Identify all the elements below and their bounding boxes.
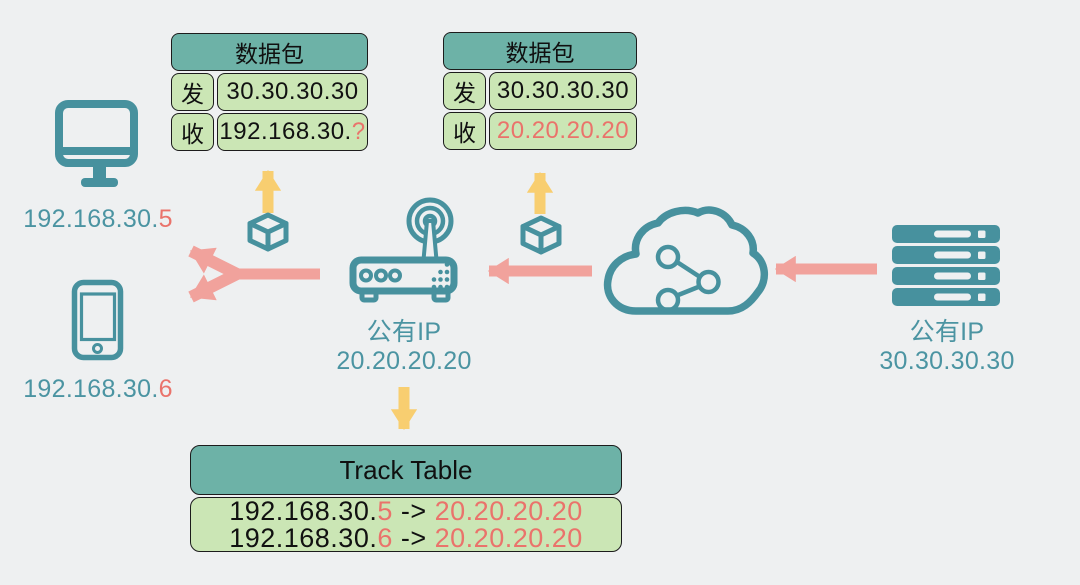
track-table-title: Track Table <box>190 445 622 495</box>
ip-accent: 20.20.20.20 <box>496 117 630 144</box>
row-value: 20.20.20.20 <box>489 112 637 150</box>
ip-accent: 6 <box>158 375 173 403</box>
router-icon <box>349 197 458 303</box>
table-row: 发 30.30.30.30 <box>171 73 368 111</box>
ip-text: 192.168.30. <box>23 205 159 233</box>
arrow-router-to-lan-fork <box>188 245 320 303</box>
ip-text: 30.30.30.30 <box>226 78 359 105</box>
packet-table-title: 数据包 <box>443 32 637 70</box>
table-row: 发 30.30.30.30 <box>443 72 637 110</box>
server-icon <box>892 225 1000 306</box>
table-row: 收 192.168.30.? <box>171 113 368 151</box>
row-value: 30.30.30.30 <box>217 73 368 111</box>
row-label-send: 发 <box>443 72 486 110</box>
smartphone-icon <box>71 279 124 361</box>
wan-ip: 20.20.20.20 <box>434 522 583 553</box>
desktop-icon <box>55 100 138 187</box>
packet-table-title: 数据包 <box>171 33 368 71</box>
phone-ip-label: 192.168.30.6 <box>18 375 178 404</box>
track-table-row: 192.168.30.5 -> 20.20.20.20 <box>229 495 583 526</box>
ip-text: 192.168.30. <box>219 118 352 145</box>
packet-table-outbound-wan: 数据包 发 30.30.30.30 收 20.20.20.20 <box>443 32 637 150</box>
server-label-ip: 30.30.30.30 <box>879 347 1015 375</box>
lan-host: 6 <box>377 522 393 553</box>
ip-text: 30.30.30.30 <box>496 77 630 104</box>
server-label-type: 公有IP <box>909 318 985 346</box>
track-table-body: 192.168.30.5 -> 20.20.20.20 192.168.30.6… <box>190 497 622 552</box>
cloud-share-icon <box>603 206 768 315</box>
lan-host: 5 <box>377 495 393 526</box>
wan-ip: 20.20.20.20 <box>434 495 583 526</box>
mapping-arrow: -> <box>392 522 435 553</box>
ip-text: 192.168.30. <box>23 375 159 403</box>
router-label-type: 公有IP <box>366 318 442 346</box>
package-icon <box>247 212 289 252</box>
package-icon <box>520 215 562 255</box>
router-label: 公有IP 20.20.20.20 <box>324 318 484 376</box>
ip-accent: 5 <box>158 205 173 233</box>
ip-accent: ? <box>351 118 366 145</box>
track-table-row: 192.168.30.6 -> 20.20.20.20 <box>229 522 583 553</box>
lan-ip: 192.168.30. <box>229 495 378 526</box>
row-label-receive: 收 <box>443 112 486 150</box>
lan-ip: 192.168.30. <box>229 522 378 553</box>
track-table: Track Table 192.168.30.5 -> 20.20.20.20 … <box>190 445 622 552</box>
server-label: 公有IP 30.30.30.30 <box>867 318 1027 376</box>
table-row: 收 20.20.20.20 <box>443 112 637 150</box>
packet-table-outbound-lan: 数据包 发 30.30.30.30 收 192.168.30.? <box>171 33 368 151</box>
row-label-receive: 收 <box>171 113 214 151</box>
row-label-send: 发 <box>171 73 214 111</box>
desktop-ip-label: 192.168.30.5 <box>18 205 178 234</box>
row-value: 192.168.30.? <box>217 113 368 151</box>
router-label-ip: 20.20.20.20 <box>336 347 472 375</box>
row-value: 30.30.30.30 <box>489 72 637 110</box>
mapping-arrow: -> <box>392 495 435 526</box>
